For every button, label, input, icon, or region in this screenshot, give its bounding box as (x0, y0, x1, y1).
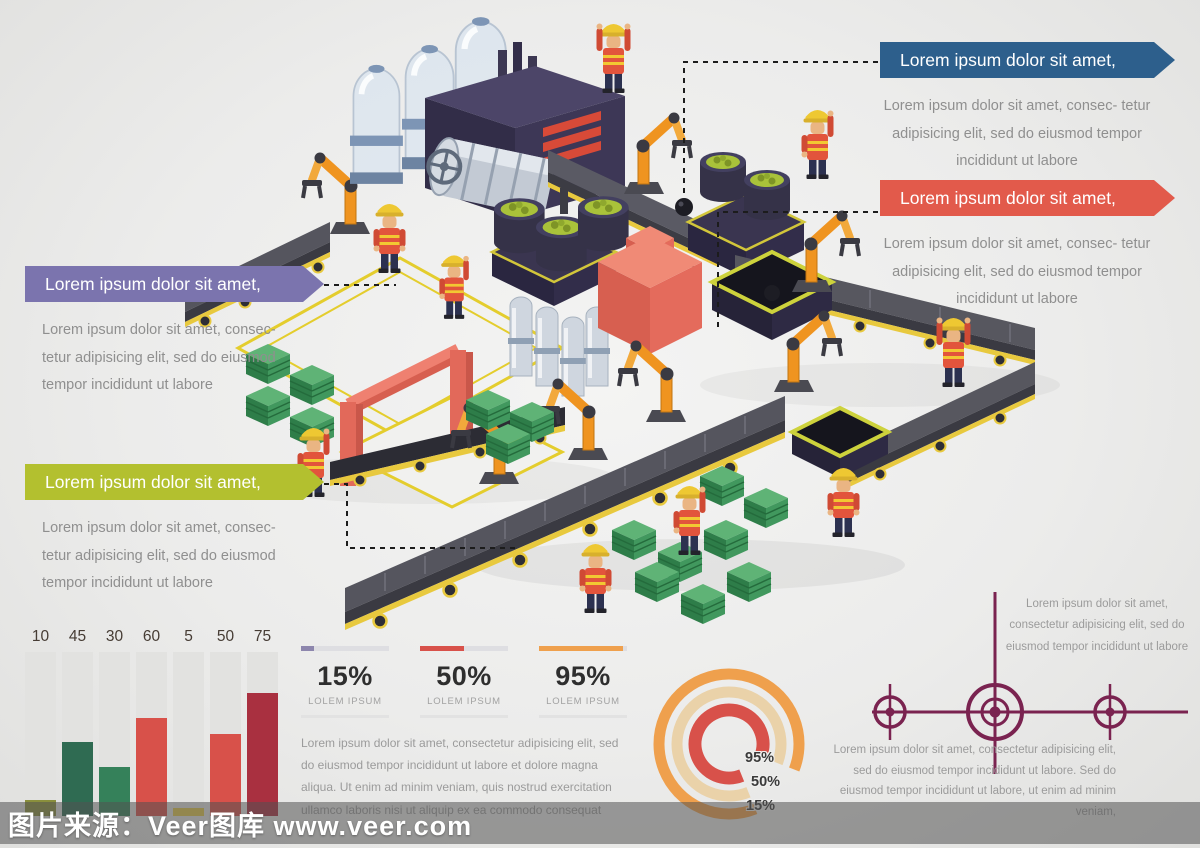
conveyor-right-lower (845, 362, 1035, 489)
callout-purple-body: Lorem ipsum dolor sit amet, consec- tetu… (42, 322, 276, 394)
stat-blocks: 15% LOLEM IPSUM 50% LOLEM IPSUM 95% LOLEM IPS… (301, 646, 627, 718)
stat-value: 50% (436, 661, 492, 691)
bar-value-label: 75 (253, 628, 272, 645)
callout-red: Lorem ipsum dolor sit amet, Lorem ipsum … (880, 180, 1175, 314)
stat-block: 95% LOLEM IPSUM (539, 646, 627, 718)
bar-value-label: 30 (105, 628, 124, 645)
stat-progress-track (539, 646, 627, 651)
stat-label: LOLEM IPSUM (308, 696, 382, 707)
callout-green-body: Lorem ipsum dolor sit amet, consec- tetu… (42, 520, 276, 592)
bar-value-label: 5 (184, 628, 193, 645)
stat-underline (301, 715, 389, 718)
donut-label: 95% (745, 750, 775, 766)
right-bottom-text: Lorem ipsum dolor sit amet, consectetur … (833, 744, 1116, 818)
stat-underline (539, 715, 627, 718)
coral-machine (598, 226, 702, 354)
bar-fill (136, 717, 167, 816)
callout-purple: Lorem ipsum dolor sit amet, Lorem ipsum … (25, 266, 324, 400)
stat-progress-track (301, 646, 389, 651)
bar-column (62, 652, 93, 816)
machine-cylinder (426, 137, 555, 216)
callout-blue-body: Lorem ipsum dolor sit amet, consec- tetu… (883, 98, 1151, 170)
callout-red-body: Lorem ipsum dolor sit amet, consec- tetu… (883, 236, 1151, 308)
stat-progress-track (420, 646, 508, 651)
stat-label: LOLEM IPSUM (546, 696, 620, 707)
callout-connectors (324, 61, 878, 549)
airplane-diagram (858, 584, 1193, 784)
stat-value: 15% (317, 661, 373, 691)
stat-block: 15% LOLEM IPSUM (301, 646, 389, 718)
bar-chart-columns (25, 652, 285, 816)
watermark-bar: 图片来源：Veer图库 www.veer.com (0, 802, 1200, 844)
green-vat-barrel (578, 196, 629, 252)
stat-value: 95% (555, 661, 611, 691)
bar-value-label: 10 (31, 628, 50, 645)
callout-blue: Lorem ipsum dolor sit amet, Lorem ipsum … (880, 42, 1175, 176)
right-top-text: Lorem ipsum dolor sit amet, consectetur … (1005, 598, 1189, 653)
bar-column (99, 652, 130, 816)
callout-green-title: Lorem ipsum dolor sit amet, (25, 464, 324, 500)
bar-column (210, 652, 241, 816)
green-vat-barrel (700, 152, 746, 202)
bar-value-label: 50 (216, 628, 235, 645)
bar-column (25, 652, 56, 816)
bar-column (173, 652, 204, 816)
bar-column (247, 652, 278, 816)
callout-green: Lorem ipsum dolor sit amet, Lorem ipsum … (25, 464, 324, 598)
bar-value-label: 45 (68, 628, 87, 645)
robotic-arm (624, 113, 692, 195)
bar-chart: 10 45 30 60 5 50 75 (25, 628, 285, 816)
bar-column (136, 652, 167, 816)
factory-machine (425, 42, 625, 218)
donut-label: 50% (751, 774, 781, 790)
bar-chart-labels: 10 45 30 60 5 50 75 (25, 628, 285, 646)
factory-scene-illustration (185, 0, 1035, 630)
callout-blue-title: Lorem ipsum dolor sit amet, (880, 42, 1175, 78)
stat-label: LOLEM IPSUM (427, 696, 501, 707)
bar-fill (247, 693, 278, 816)
callout-purple-title: Lorem ipsum dolor sit amet, (25, 266, 324, 302)
callout-red-title: Lorem ipsum dolor sit amet, (880, 180, 1175, 216)
vat-lower (787, 405, 893, 478)
bar-value-label: 60 (142, 628, 161, 645)
stat-underline (420, 715, 508, 718)
conveyor-bottom (345, 396, 785, 630)
watermark-text: 图片来源：Veer图库 www.veer.com (8, 810, 473, 841)
vat-upper (707, 249, 837, 340)
stat-block: 50% LOLEM IPSUM (420, 646, 508, 718)
